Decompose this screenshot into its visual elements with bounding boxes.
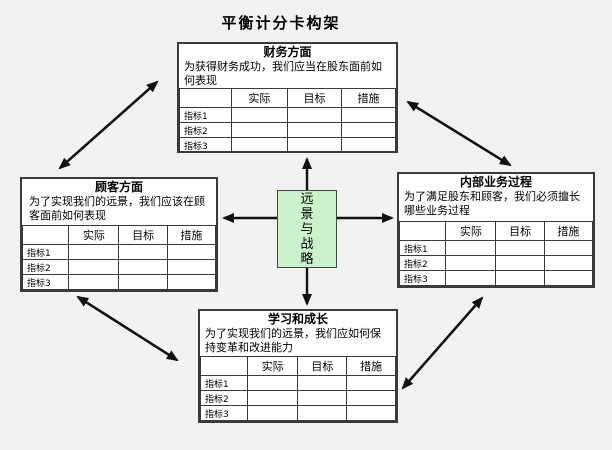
metric-cell-empty bbox=[246, 375, 299, 391]
panel-internal-description: 为了满足股东和顾客，我们必须擅长哪些业务过程 bbox=[404, 190, 580, 217]
row-label: 指标3 bbox=[179, 137, 232, 153]
col-header-measure: 措施 bbox=[166, 225, 217, 245]
panel-customer-table: 实际 目标 措施 指标1 指标2 指标3 bbox=[21, 225, 217, 290]
row-label: 指标3 bbox=[200, 405, 248, 421]
row-label: 指标1 bbox=[200, 375, 248, 391]
metric-cell-empty bbox=[230, 137, 288, 153]
panel-internal-process: 内部业务过程 为了满足股东和顾客，我们必须擅长哪些业务过程 实际 目标 措施 指… bbox=[397, 172, 595, 288]
panel-learning-title: 学习和成长 bbox=[267, 312, 328, 326]
row-label: 指标1 bbox=[398, 240, 447, 256]
metric-cell-empty bbox=[286, 107, 342, 123]
col-header-measure: 措施 bbox=[543, 221, 594, 241]
metric-cell-empty bbox=[340, 122, 397, 138]
col-header-target: 目标 bbox=[118, 225, 168, 245]
arrow-learning-internal bbox=[402, 296, 484, 389]
metric-cell-empty bbox=[346, 405, 396, 421]
metric-cell-empty bbox=[495, 255, 545, 271]
row-label: 指标1 bbox=[179, 107, 232, 123]
corner-cell bbox=[200, 356, 248, 376]
corner-cell bbox=[21, 225, 70, 245]
panel-customer-title: 顾客方面 bbox=[94, 180, 143, 194]
vision-strategy-label: 远景与战略 bbox=[300, 191, 314, 267]
panel-learning-table: 实际 目标 措施 指标1 指标2 指标3 bbox=[200, 356, 396, 421]
corner-cell bbox=[398, 221, 447, 241]
arrow-financial-internal bbox=[407, 100, 512, 167]
panel-learning-description: 为了实现我们的远景，我们应如何保持变革和改进能力 bbox=[205, 327, 381, 354]
metric-cell-empty bbox=[246, 405, 299, 421]
metric-cell-empty bbox=[230, 107, 288, 123]
panel-internal-table: 实际 目标 措施 指标1 指标2 指标3 bbox=[398, 221, 594, 286]
row-label: 指标3 bbox=[21, 274, 70, 290]
col-header-actual: 实际 bbox=[246, 356, 299, 376]
metric-cell-empty bbox=[230, 122, 288, 138]
metric-cell-empty bbox=[118, 274, 168, 290]
metric-cell-empty bbox=[445, 255, 497, 271]
metric-cell-empty bbox=[118, 259, 168, 275]
arrow-customer-learning bbox=[77, 295, 179, 362]
corner-cell bbox=[179, 88, 232, 108]
row-label: 指标2 bbox=[398, 255, 447, 271]
metric-cell-empty bbox=[166, 274, 217, 290]
col-header-measure: 措施 bbox=[340, 88, 397, 108]
row-label: 指标1 bbox=[21, 244, 70, 260]
col-header-actual: 实际 bbox=[230, 88, 288, 108]
panel-financial-description: 为获得财务成功，我们应当在股东面前如何表现 bbox=[184, 60, 382, 87]
arrow-learning-customer bbox=[76, 295, 178, 362]
panel-financial-table: 实际 目标 措施 指标1 指标2 指标3 bbox=[179, 88, 397, 153]
metric-cell-empty bbox=[495, 240, 545, 256]
metric-cell-empty bbox=[68, 244, 120, 260]
metric-cell-empty bbox=[346, 375, 396, 391]
row-label: 指标2 bbox=[179, 122, 232, 138]
metric-cell-empty bbox=[297, 390, 348, 406]
metric-cell-empty bbox=[246, 390, 299, 406]
row-label: 指标2 bbox=[21, 259, 70, 275]
arrow-customer-financial bbox=[59, 80, 159, 169]
metric-cell-empty bbox=[340, 107, 397, 123]
panel-customer-description: 为了实现我们的远景，我们应该在顾客面前如何表现 bbox=[29, 195, 205, 222]
arrow-financial-customer bbox=[58, 81, 158, 170]
metric-cell-empty bbox=[286, 137, 342, 153]
metric-cell-empty bbox=[166, 259, 217, 275]
panel-learning-growth: 学习和成长 为了实现我们的远景，我们应如何保持变革和改进能力 实际 目标 措施 … bbox=[198, 309, 398, 423]
metric-cell-empty bbox=[445, 240, 497, 256]
metric-cell-empty bbox=[543, 255, 594, 271]
panel-internal-title: 内部业务过程 bbox=[459, 175, 532, 189]
metric-cell-empty bbox=[68, 259, 120, 275]
metric-cell-empty bbox=[68, 274, 120, 290]
metric-cell-empty bbox=[495, 270, 545, 286]
col-header-actual: 实际 bbox=[68, 225, 120, 245]
page-title: 平衡计分卡构架 bbox=[221, 14, 341, 32]
vision-strategy-box: 远景与战略 bbox=[277, 190, 337, 268]
arrow-internal-financial bbox=[406, 100, 511, 167]
col-header-target: 目标 bbox=[286, 88, 342, 108]
metric-cell-empty bbox=[297, 375, 348, 391]
metric-cell-empty bbox=[543, 240, 594, 256]
col-header-measure: 措施 bbox=[346, 356, 396, 376]
metric-cell-empty bbox=[445, 270, 497, 286]
row-label: 指标2 bbox=[200, 390, 248, 406]
row-label: 指标3 bbox=[398, 270, 447, 286]
arrow-internal-learning bbox=[401, 297, 483, 390]
col-header-target: 目标 bbox=[495, 221, 545, 241]
metric-cell-empty bbox=[346, 390, 396, 406]
metric-cell-empty bbox=[543, 270, 594, 286]
metric-cell-empty bbox=[118, 244, 168, 260]
panel-financial-title: 财务方面 bbox=[263, 45, 312, 59]
panel-financial: 财务方面 为获得财务成功，我们应当在股东面前如何表现 实际 目标 措施 指标1 … bbox=[177, 42, 398, 153]
metric-cell-empty bbox=[340, 137, 397, 153]
metric-cell-empty bbox=[286, 122, 342, 138]
col-header-target: 目标 bbox=[297, 356, 348, 376]
metric-cell-empty bbox=[297, 405, 348, 421]
col-header-actual: 实际 bbox=[445, 221, 497, 241]
metric-cell-empty bbox=[166, 244, 217, 260]
panel-customer: 顾客方面 为了实现我们的远景，我们应该在顾客面前如何表现 实际 目标 措施 指标… bbox=[20, 177, 218, 292]
